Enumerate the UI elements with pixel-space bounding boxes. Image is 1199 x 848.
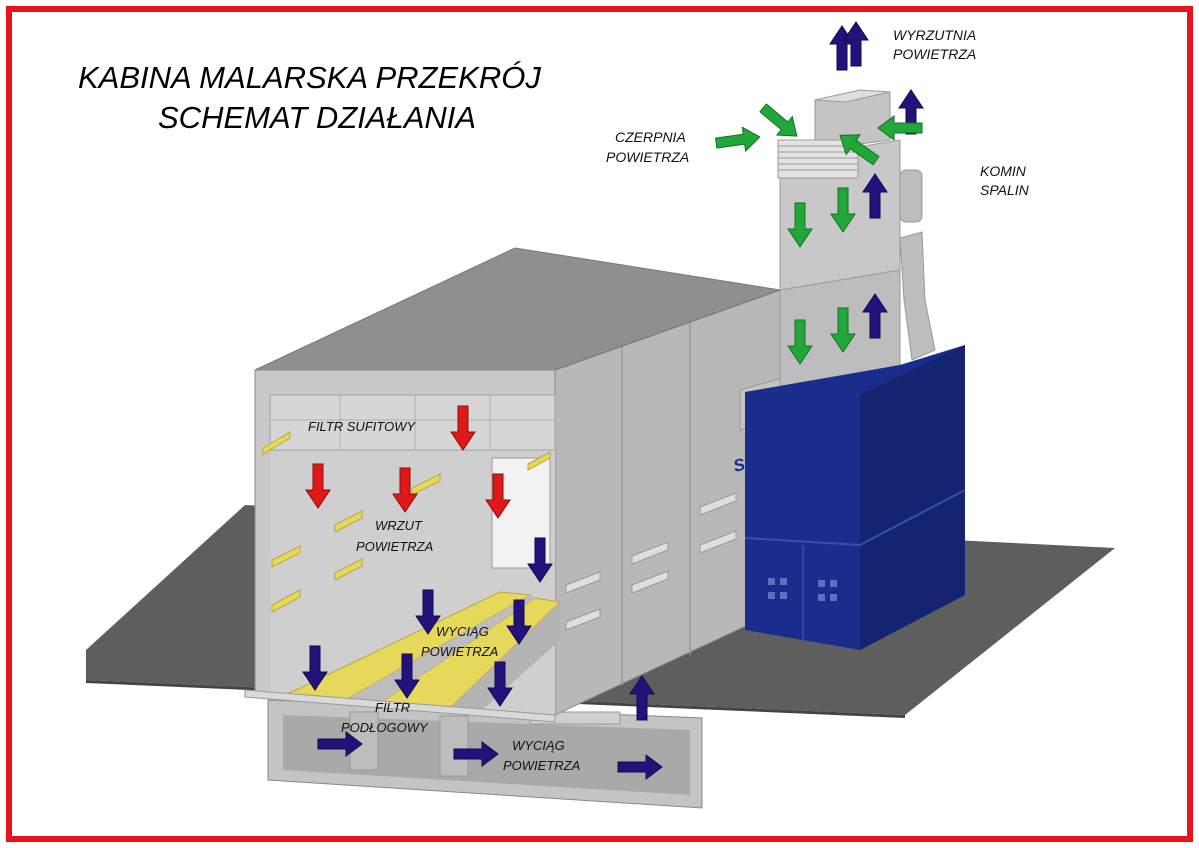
blue-air-unit <box>744 345 966 650</box>
label-filtr-podlogowy-2: PODŁOGOWY <box>341 720 429 735</box>
label-filtr-podlogowy-1: FILTR <box>375 700 410 715</box>
label-komin-1: KOMIN <box>980 163 1027 179</box>
label-wrzut-1: WRZUT <box>375 518 423 533</box>
booth-front <box>244 369 562 723</box>
chimney-top <box>899 169 923 223</box>
side-wall-lights <box>565 492 737 631</box>
label-wyciag-booth-1: WYCIĄG <box>436 624 489 639</box>
label-komin-2: SPALIN <box>980 182 1030 198</box>
ceiling-filter <box>269 394 556 451</box>
diagram-title-line-2: SCHEMAT DZIAŁANIA <box>158 100 476 135</box>
chimney-pipe <box>899 231 936 361</box>
label-wyciag-pit-2: POWIETRZA <box>503 758 580 773</box>
label-wrzut-2: POWIETRZA <box>356 539 433 554</box>
label-filtr-sufitowy: FILTR SUFITOWY <box>308 419 416 434</box>
diagram-title-line-1: KABINA MALARSKA PRZEKRÓJ <box>78 60 541 95</box>
label-wyciag-booth-2: POWIETRZA <box>421 644 498 659</box>
label-czerpnia-1: CZERPNIA <box>615 129 686 145</box>
label-wyrzutnia-2: POWIETRZA <box>893 46 976 62</box>
label-wyciag-pit-1: WYCIĄG <box>512 738 565 753</box>
red-border <box>6 6 1193 842</box>
label-czerpnia-2: POWIETRZA <box>606 149 689 165</box>
label-wyrzutnia-1: WYRZUTNIA <box>893 27 976 43</box>
